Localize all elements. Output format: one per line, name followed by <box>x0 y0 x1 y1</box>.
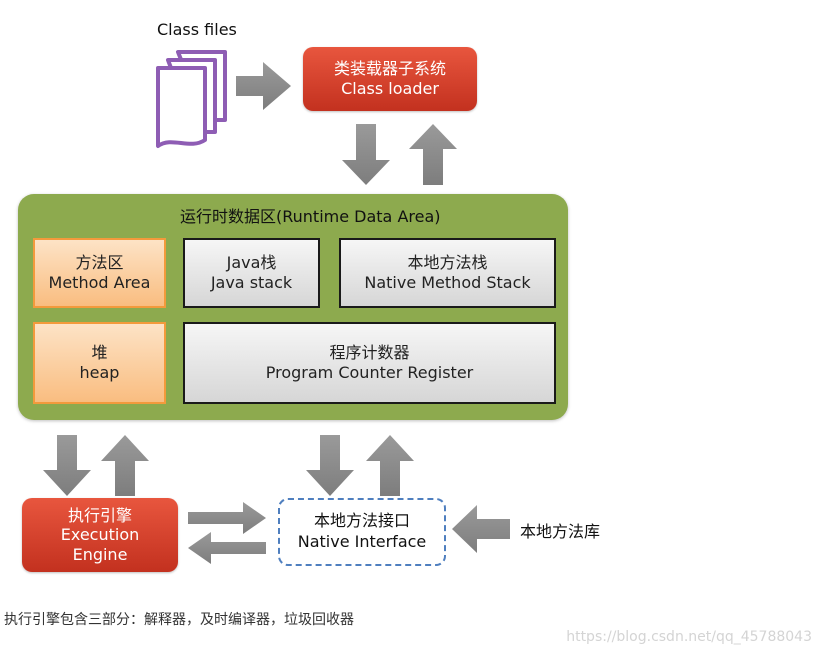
program-counter-zh: 程序计数器 <box>329 342 410 362</box>
heap-en: heap <box>79 363 120 382</box>
execution-engine-zh: 执行引擎 <box>67 505 132 525</box>
document-stack-icon <box>156 50 227 148</box>
program-counter-en: Program Counter Register <box>265 363 474 382</box>
java-stack-cell: Java栈 Java stack <box>183 238 320 308</box>
method-area-cell: 方法区 Method Area <box>33 238 166 308</box>
native-method-stack-zh: 本地方法栈 <box>407 252 488 272</box>
method-area-zh: 方法区 <box>75 252 124 272</box>
arrow-left-icon <box>188 532 266 564</box>
arrow-down-icon <box>342 124 390 185</box>
heap-cell: 堆 heap <box>33 322 166 404</box>
native-method-stack-en: Native Method Stack <box>364 273 531 292</box>
native-method-stack-cell: 本地方法栈 Native Method Stack <box>339 238 556 308</box>
arrow-up-icon <box>101 435 149 496</box>
execution-engine-en-line2: Engine <box>72 544 128 564</box>
class-loader-zh: 类装载器子系统 <box>333 59 446 79</box>
program-counter-register-cell: 程序计数器 Program Counter Register <box>183 322 556 404</box>
java-stack-zh: Java栈 <box>226 252 277 272</box>
class-loader-box: 类装载器子系统 Class loader <box>303 47 477 111</box>
native-interface-box: 本地方法接口 Native Interface <box>278 498 446 566</box>
arrow-right-icon <box>236 62 291 110</box>
arrow-up-icon <box>409 124 457 185</box>
arrow-left-icon <box>452 505 510 553</box>
native-interface-zh: 本地方法接口 <box>313 511 410 531</box>
arrow-down-icon <box>43 435 91 496</box>
method-area-en: Method Area <box>48 273 151 292</box>
class-files-label: Class files <box>157 20 237 39</box>
heap-zh: 堆 <box>91 342 108 362</box>
watermark-text: https://blog.csdn.net/qq_45788043 <box>566 629 812 645</box>
java-stack-en: Java stack <box>210 273 293 292</box>
execution-engine-en-line1: Execution <box>60 525 140 545</box>
execution-engine-box: 执行引擎 Execution Engine <box>22 498 178 572</box>
native-interface-en: Native Interface <box>297 532 427 551</box>
caption-text: 执行引擎包含三部分：解释器，及时编译器，垃圾回收器 <box>4 612 354 628</box>
arrow-up-icon <box>366 435 414 496</box>
runtime-data-area-title: 运行时数据区(Runtime Data Area) <box>180 207 441 226</box>
arrow-down-icon <box>306 435 354 496</box>
class-loader-en: Class loader <box>341 79 439 98</box>
arrow-right-icon <box>188 502 266 534</box>
native-library-label: 本地方法库 <box>520 522 601 541</box>
